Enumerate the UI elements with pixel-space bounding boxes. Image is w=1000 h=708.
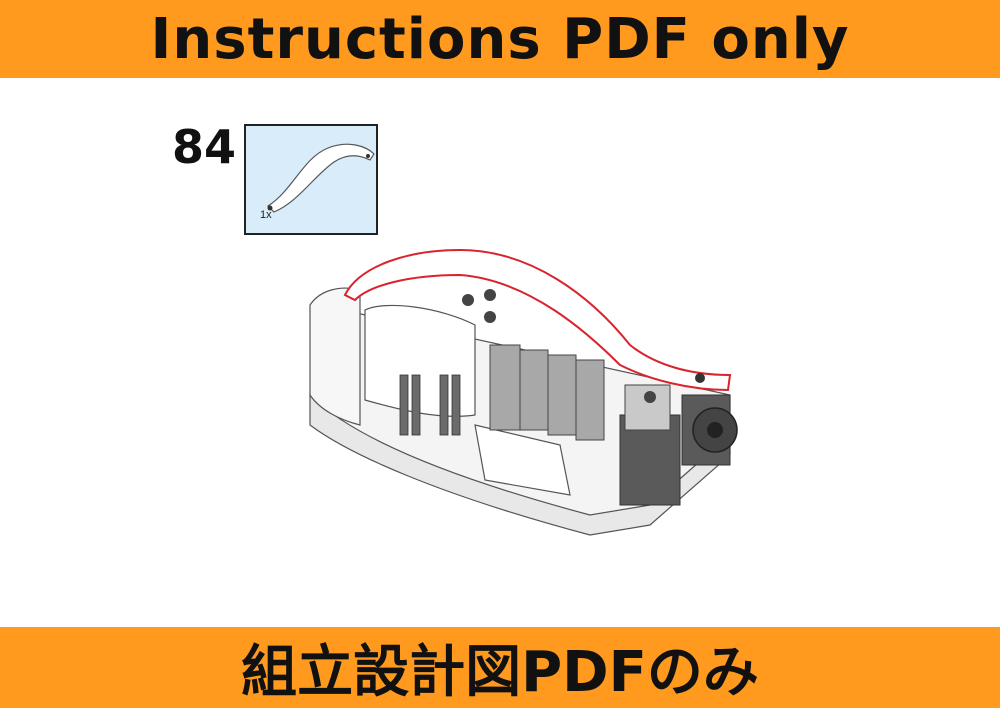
footer-text: 組立設計図PDFのみ	[241, 640, 759, 705]
part-quantity: 1x	[260, 209, 272, 221]
step-number: 84	[172, 120, 237, 174]
curved-wing-panel-icon	[267, 143, 375, 213]
lego-assembly-illustration	[309, 248, 738, 536]
footer-banner: 組立設計図PDFのみ	[0, 627, 1000, 708]
parts-callout: 1x	[244, 124, 378, 235]
header-text: Instructions PDF only	[150, 6, 850, 72]
header-banner: Instructions PDF only	[0, 0, 1000, 78]
